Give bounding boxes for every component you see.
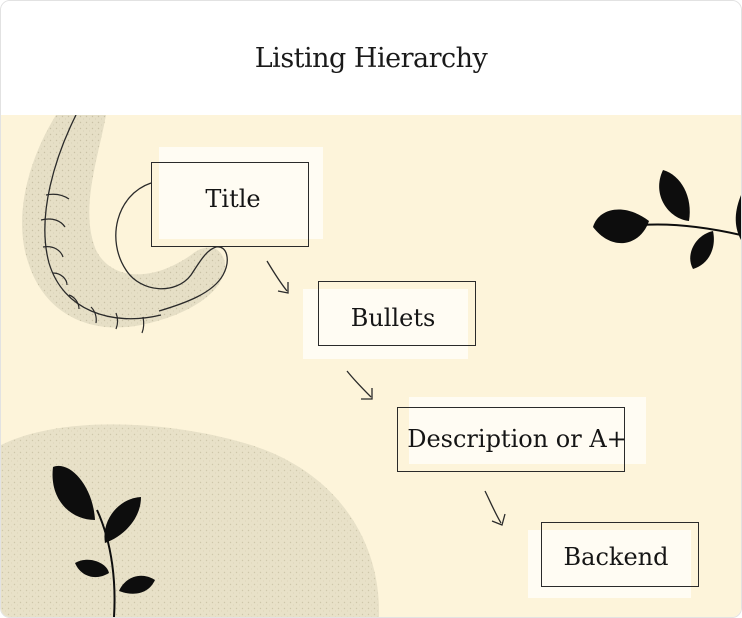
leaf-branch-icon (593, 170, 741, 269)
edge-bullets-description (346, 370, 373, 400)
edge-title-bullets (266, 260, 289, 294)
page-title: Listing Hierarchy (254, 42, 488, 74)
node-bullets: Bullets (303, 281, 476, 359)
leaf-branch-icon (52, 465, 155, 617)
elephant-trunk-icon (22, 115, 228, 334)
texture-blob (1, 424, 380, 617)
diagram-canvas: Title Bullets Description or A+ Backend (1, 115, 741, 617)
node-backend: Backend (528, 522, 699, 598)
edge-description-backend (484, 490, 506, 526)
header: Listing Hierarchy (1, 1, 741, 115)
node-title: Title (151, 147, 323, 249)
background-decoration (1, 115, 741, 617)
node-title-label: Title (205, 185, 261, 213)
node-description-label: Description or A+ (407, 425, 627, 453)
node-backend-label: Backend (563, 543, 669, 571)
node-description: Description or A+ (397, 397, 646, 472)
node-bullets-label: Bullets (350, 304, 436, 332)
